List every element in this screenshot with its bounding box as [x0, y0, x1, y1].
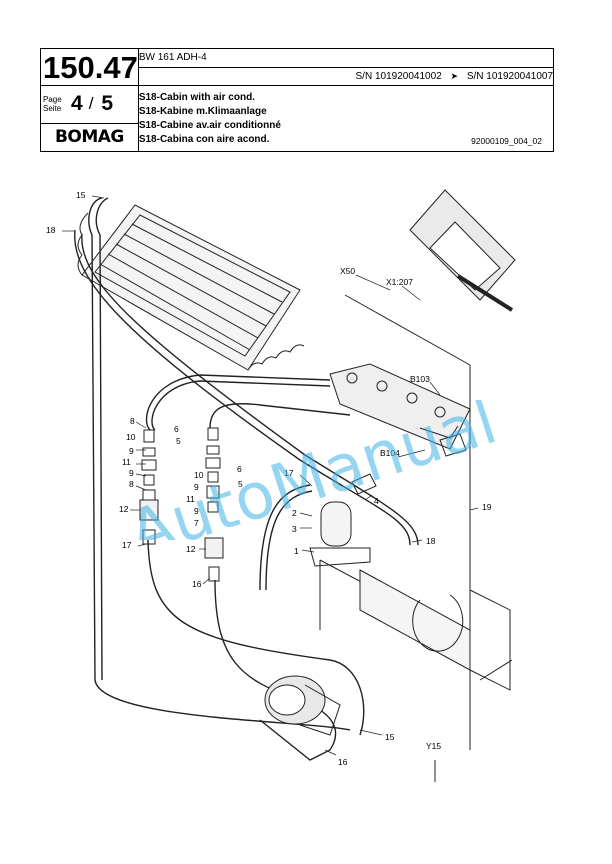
callout-label: B103	[410, 374, 430, 384]
callout-label: 8	[129, 479, 134, 489]
header-block: 150.47 BW 161 ADH-4 S/N 101920041002 ➤ S…	[40, 47, 555, 153]
serial-to: S/N 101920041007	[466, 70, 553, 82]
serial-from: S/N 101920041002	[355, 70, 442, 82]
callout-label: 6	[237, 464, 242, 474]
arrow-icon: ➤	[450, 70, 459, 81]
page-indicator: Page Seite 4 / 5	[40, 85, 139, 124]
callout-label: 11	[122, 457, 131, 467]
callout-label: X50	[340, 266, 355, 276]
document-number: 92000109_004_02	[471, 136, 542, 146]
compressor-illustration	[264, 675, 341, 736]
parts-diagram: 15 18 8 6 10 5 9 11 9 8 12 17 6 10 5 9 1…	[46, 189, 516, 782]
callout-label: 18	[426, 536, 436, 546]
section-number: 150.47	[43, 49, 138, 85]
callout-label: 9	[194, 506, 199, 516]
page-label-de: Seite	[43, 104, 62, 114]
callout-label: 9	[194, 482, 199, 492]
callout-label: 15	[76, 190, 86, 200]
callout-label: 16	[338, 757, 348, 767]
page-current: 4	[71, 92, 83, 116]
callout-label: 4	[374, 496, 379, 506]
page-label-en: Page	[43, 95, 62, 105]
callout-label: 9	[129, 446, 134, 456]
callout-label: 16	[192, 579, 202, 589]
callout-label: 9	[129, 468, 134, 478]
model-name: BW 161 ADH-4	[137, 48, 555, 68]
section-number-cell: 150.47	[40, 47, 139, 87]
callout-label: 7	[194, 518, 199, 528]
serial-range: S/N 101920041002 ➤ S/N 101920041007	[137, 66, 555, 87]
callout-label: Y15	[426, 741, 441, 751]
callout-label: 1	[294, 546, 299, 556]
callout-label: 2	[292, 508, 297, 518]
callout-label: 10	[194, 470, 204, 480]
callout-label: 11	[186, 494, 195, 504]
callout-label: 8	[130, 416, 135, 426]
title-en: S18-Cabin with air cond.	[138, 91, 255, 103]
callout-label: 15	[385, 732, 395, 742]
callout-label: 6	[174, 424, 179, 434]
leader-lines	[62, 195, 479, 756]
callout-label: X1:207	[386, 277, 413, 287]
brand-logo: BOMAG	[40, 122, 139, 153]
callout-label: 18	[46, 225, 56, 235]
callout-label: 5	[176, 436, 181, 446]
callout-label: 12	[119, 504, 129, 514]
callout-label: 10	[126, 432, 136, 442]
title-block: S18-Cabin with air cond. S18-Kabine m.Kl…	[137, 85, 555, 152]
callout-label: 3	[292, 524, 297, 534]
callout-label: 17	[122, 540, 132, 550]
evaporator-illustration	[329, 363, 471, 457]
callout-label: 12	[186, 544, 196, 554]
callout-label: B104	[380, 448, 400, 458]
cab-frame-illustration	[319, 294, 513, 782]
title-de: S18-Kabine m.Klimaanlage	[138, 105, 267, 117]
page-total: 5	[101, 92, 114, 116]
title-es: S18-Cabina con aire acond.	[138, 133, 270, 145]
callout-label: 5	[238, 479, 243, 489]
fittings-left	[139, 427, 224, 582]
callout-label: 17	[284, 468, 294, 478]
callout-label: 19	[482, 502, 492, 512]
receiver-drier-illustration	[309, 473, 377, 567]
condenser-illustration	[77, 204, 305, 371]
control-unit-illustration	[409, 189, 516, 312]
page-separator: /	[88, 94, 94, 114]
title-fr: S18-Cabine av.air conditionné	[138, 119, 281, 131]
